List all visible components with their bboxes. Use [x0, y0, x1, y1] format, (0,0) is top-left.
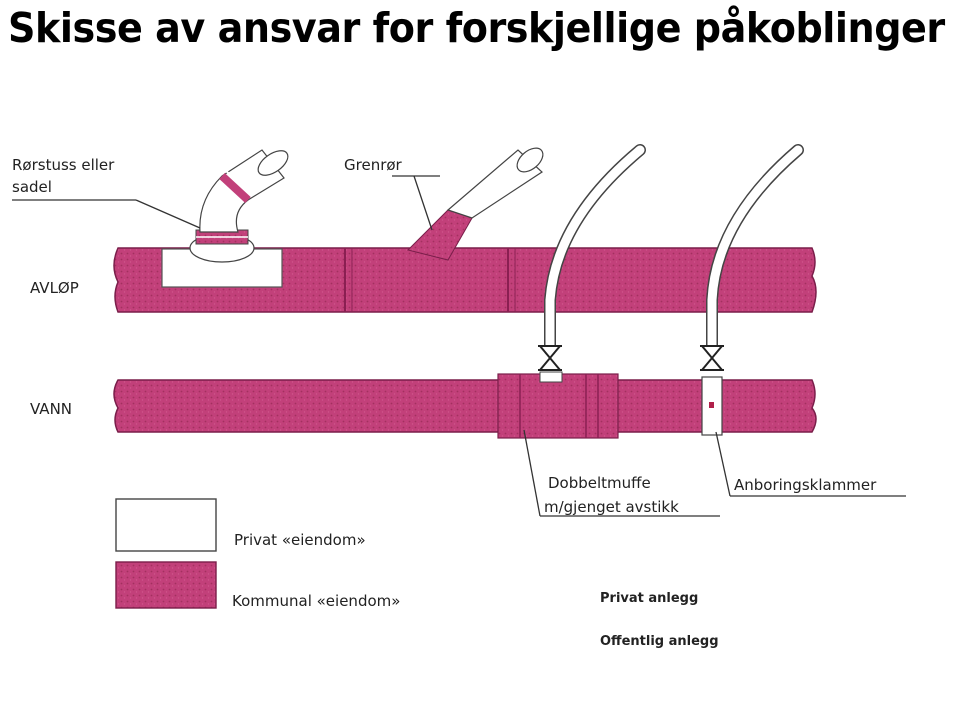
- leader-lines: [12, 175, 906, 517]
- avlop-main-pipe: [113, 247, 817, 313]
- vann-main-pipe: [113, 371, 817, 439]
- label-dobbeltmuffe: Dobbeltmuffe: [548, 474, 651, 492]
- legend-label-municipal: Kommunal «eiendom»: [232, 592, 400, 610]
- legend: Privat «eiendom» Kommunal «eiendom» Priv…: [115, 498, 719, 649]
- label-gjenget-avstikk: m/gjenget avstikk: [544, 498, 679, 516]
- label-avlop: AVLØP: [30, 279, 79, 297]
- service-pipe-2: [706, 144, 804, 356]
- rorstuss-saddle: [189, 149, 289, 263]
- service-pipe-1: [544, 144, 646, 356]
- legend-offentlig-anlegg: Offentlig anlegg: [600, 634, 719, 649]
- valve-icon: [537, 345, 563, 371]
- legend-swatch-municipal: [115, 561, 217, 609]
- legend-label-private: Privat «eiendom»: [234, 531, 366, 549]
- valve-icon: [699, 345, 725, 371]
- page-title: Skisse av ansvar for forskjellige påkobl…: [8, 4, 945, 52]
- label-rorstuss: Rørstuss eller: [12, 156, 115, 174]
- legend-privat-anlegg: Privat anlegg: [600, 591, 698, 606]
- label-vann: VANN: [30, 400, 72, 418]
- label-grenror: Grenrør: [344, 156, 403, 174]
- label-anboringsklammer: Anboringsklammer: [734, 476, 877, 494]
- grenror-branch: [407, 147, 544, 261]
- label-sadel: sadel: [12, 178, 52, 196]
- legend-swatch-private: [115, 498, 217, 552]
